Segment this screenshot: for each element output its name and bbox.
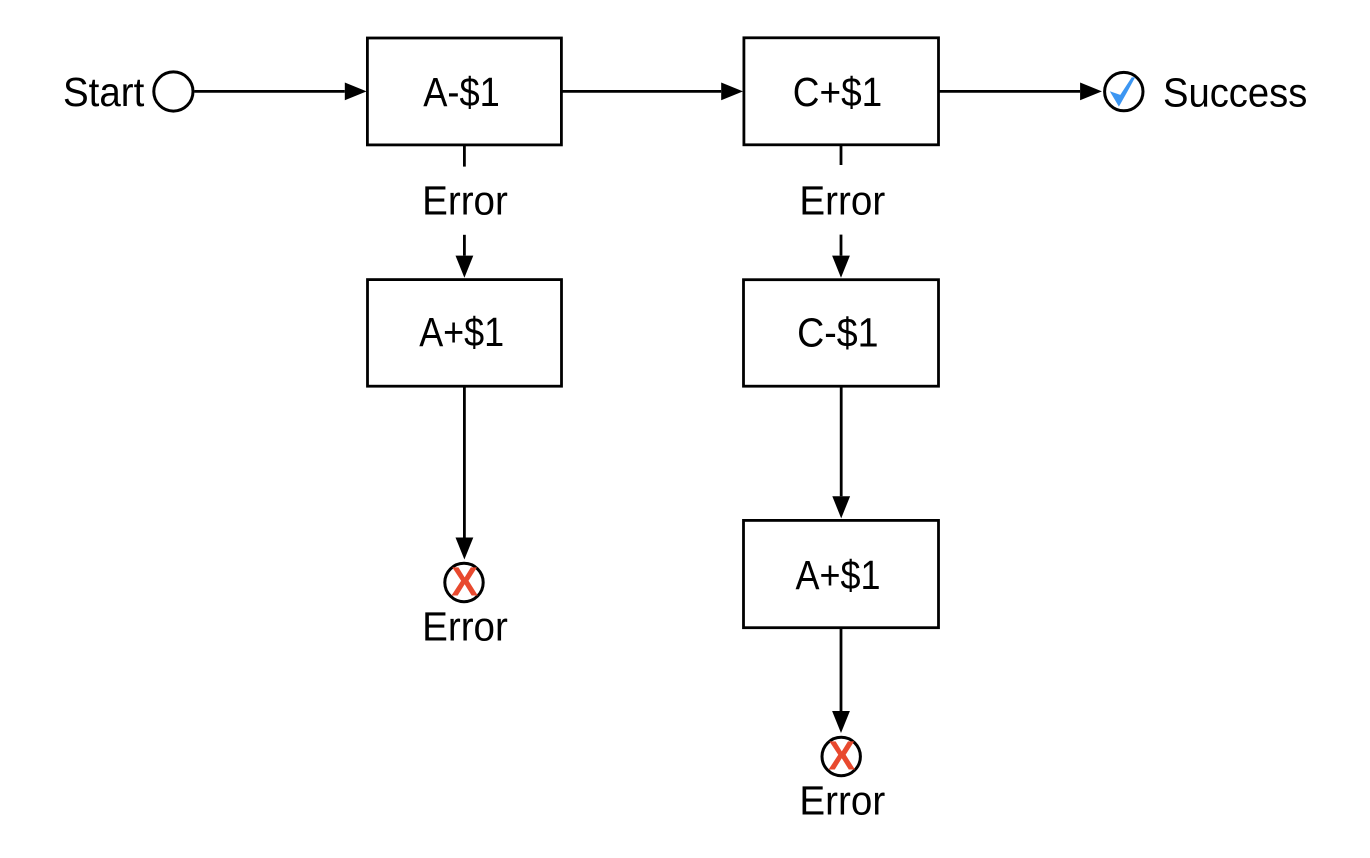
svg-text:C+$1: C+$1 — [793, 69, 882, 115]
svg-text:Error: Error — [799, 177, 885, 223]
svg-text:X: X — [451, 559, 478, 605]
svg-text:X: X — [828, 733, 855, 779]
svg-text:Start: Start — [63, 69, 144, 115]
svg-text:Error: Error — [422, 177, 508, 223]
svg-text:A+$1: A+$1 — [796, 552, 881, 598]
svg-text:A-$1: A-$1 — [423, 69, 500, 115]
svg-text:C-$1: C-$1 — [797, 310, 878, 356]
svg-text:Success: Success — [1163, 70, 1307, 116]
svg-text:Error: Error — [799, 778, 885, 824]
svg-text:A+$1: A+$1 — [419, 309, 504, 355]
svg-text:Error: Error — [422, 603, 508, 649]
